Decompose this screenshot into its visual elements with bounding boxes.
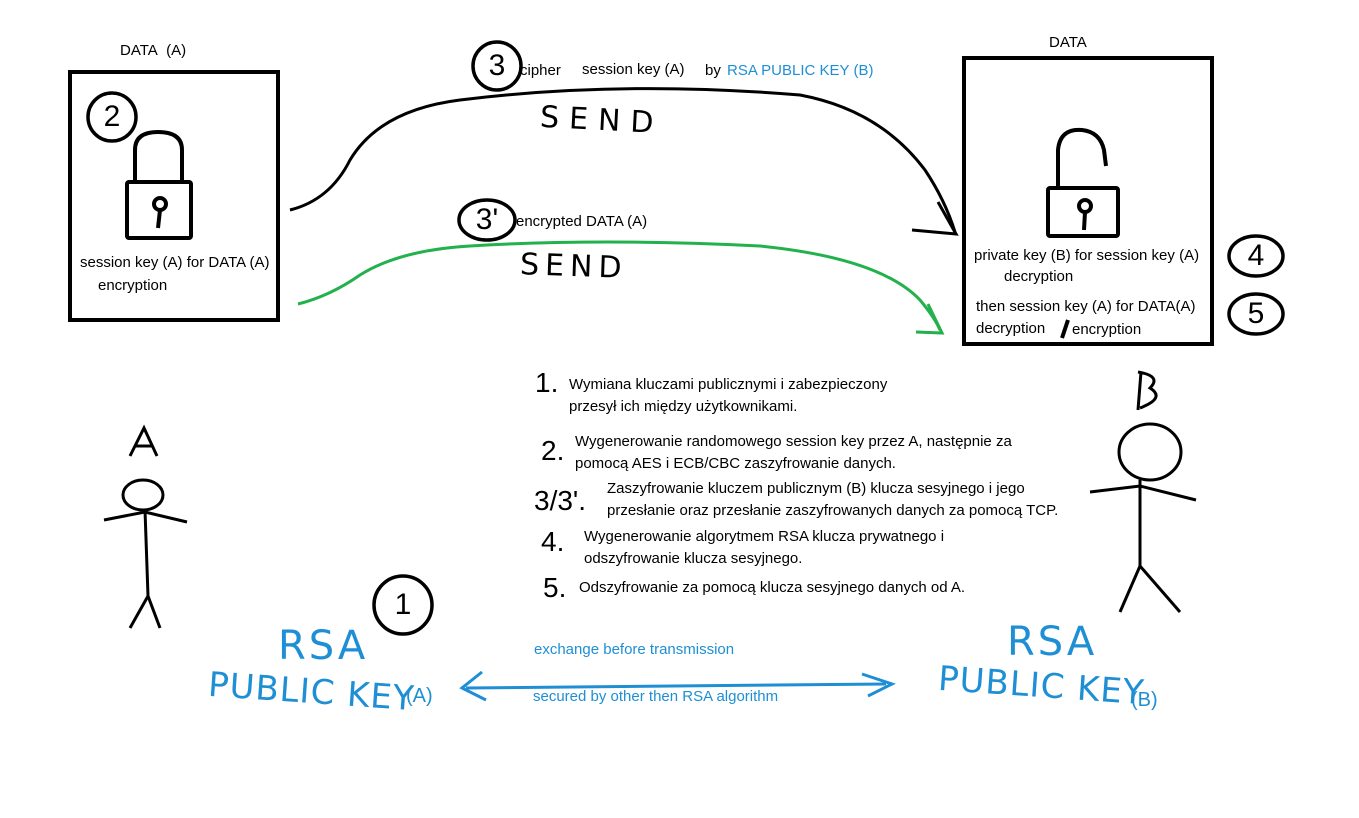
slash-mark: [1060, 319, 1070, 339]
step4-number: 4: [1247, 239, 1265, 272]
stick-figure-b-icon: [1089, 422, 1197, 613]
step5-number: 5: [1247, 297, 1265, 330]
step-list-num-5: 5.: [543, 572, 567, 603]
encrypted-data-text: encrypted DATA (A): [516, 213, 648, 230]
step2-circle: [86, 91, 138, 143]
exchange-top-caption: exchange before transmission: [534, 641, 735, 658]
person-label-a-mark: [128, 424, 159, 457]
step-list-text-2: Wygenerowanie randomowego session key pr…: [575, 433, 1012, 472]
receiver-box: [962, 56, 1214, 346]
locked-padlock-icon: [125, 129, 193, 240]
step-list-num-3: 3/3'.: [534, 485, 587, 516]
send-arrow-green: [297, 240, 942, 331]
receiver-encryption2-text: encryption: [1072, 321, 1142, 338]
receiver-decryption2-text: decryption: [976, 320, 1046, 337]
person-b-label: B: [1136, 372, 1137, 390]
send-label-green: SEND: [519, 247, 629, 286]
step1-number: 1: [394, 588, 412, 621]
exchange-bottom-caption: secured by other then RSA algorithm: [533, 688, 779, 705]
left-owner-label: (A): [406, 685, 433, 707]
sender-encryption-text: encryption: [98, 277, 168, 294]
step-list-text-5: Odszyfrowanie za pomocą klucza sesyjnego…: [579, 579, 966, 596]
transfer-session-key-text: session key (A): [582, 61, 685, 78]
exchange-arrow: [459, 670, 896, 702]
step3-number: 3: [488, 49, 506, 82]
send-arrow-black: [289, 87, 957, 233]
stick-figure-a-icon: [103, 478, 188, 629]
step4-circle: [1227, 234, 1285, 278]
step-list-num-4: 4.: [541, 526, 565, 557]
step-list-text-3: Zaszyfrowanie kluczem publicznym (B) klu…: [607, 480, 1059, 519]
step-list-num-1: 1.: [535, 367, 559, 398]
step-list-num-2: 2.: [541, 435, 565, 466]
then-session-key-text: then session key (A) for DATA(A): [976, 298, 1196, 315]
left-rsa-label: RSA: [278, 623, 369, 669]
step1-circle: [372, 574, 434, 636]
cipher-text: cipher: [520, 62, 561, 79]
step3p-number: 3': [475, 203, 499, 236]
right-rsa-label: RSA: [1007, 619, 1098, 665]
right-owner-label: (B): [1131, 689, 1158, 711]
sender-session-key-text: session key (A) for DATA (A): [80, 254, 270, 271]
person-label-b-mark: [1136, 370, 1158, 411]
step-list-text-4: Wygenerowanie algorytmem RSA klucza pryw…: [584, 528, 945, 567]
step3p-circle: [457, 198, 517, 242]
send-label-black: SEND: [539, 99, 665, 142]
person-a-label: A: [132, 425, 133, 443]
step2-number: 2: [103, 100, 121, 133]
unlocked-padlock-icon: [1046, 127, 1120, 238]
receiver-decryption-text: decryption: [1004, 268, 1074, 285]
private-key-text: private key (B) for session key (A): [974, 247, 1200, 264]
step3-circle: [471, 40, 523, 92]
receiver-data-label: DATA: [1049, 34, 1087, 51]
send-arrow-green-head: [915, 303, 945, 335]
rsa-public-key-b-text: RSA PUBLIC KEY (B): [727, 62, 874, 79]
sender-data-label: DATA (A): [120, 42, 187, 59]
transfer-by-text: by: [705, 62, 721, 79]
sender-box: [68, 70, 280, 322]
send-arrow-black-head: [911, 201, 959, 236]
step5-circle: [1227, 292, 1285, 336]
step-list-text-1: Wymiana kluczami publicznymi i zabezpiec…: [569, 376, 888, 415]
